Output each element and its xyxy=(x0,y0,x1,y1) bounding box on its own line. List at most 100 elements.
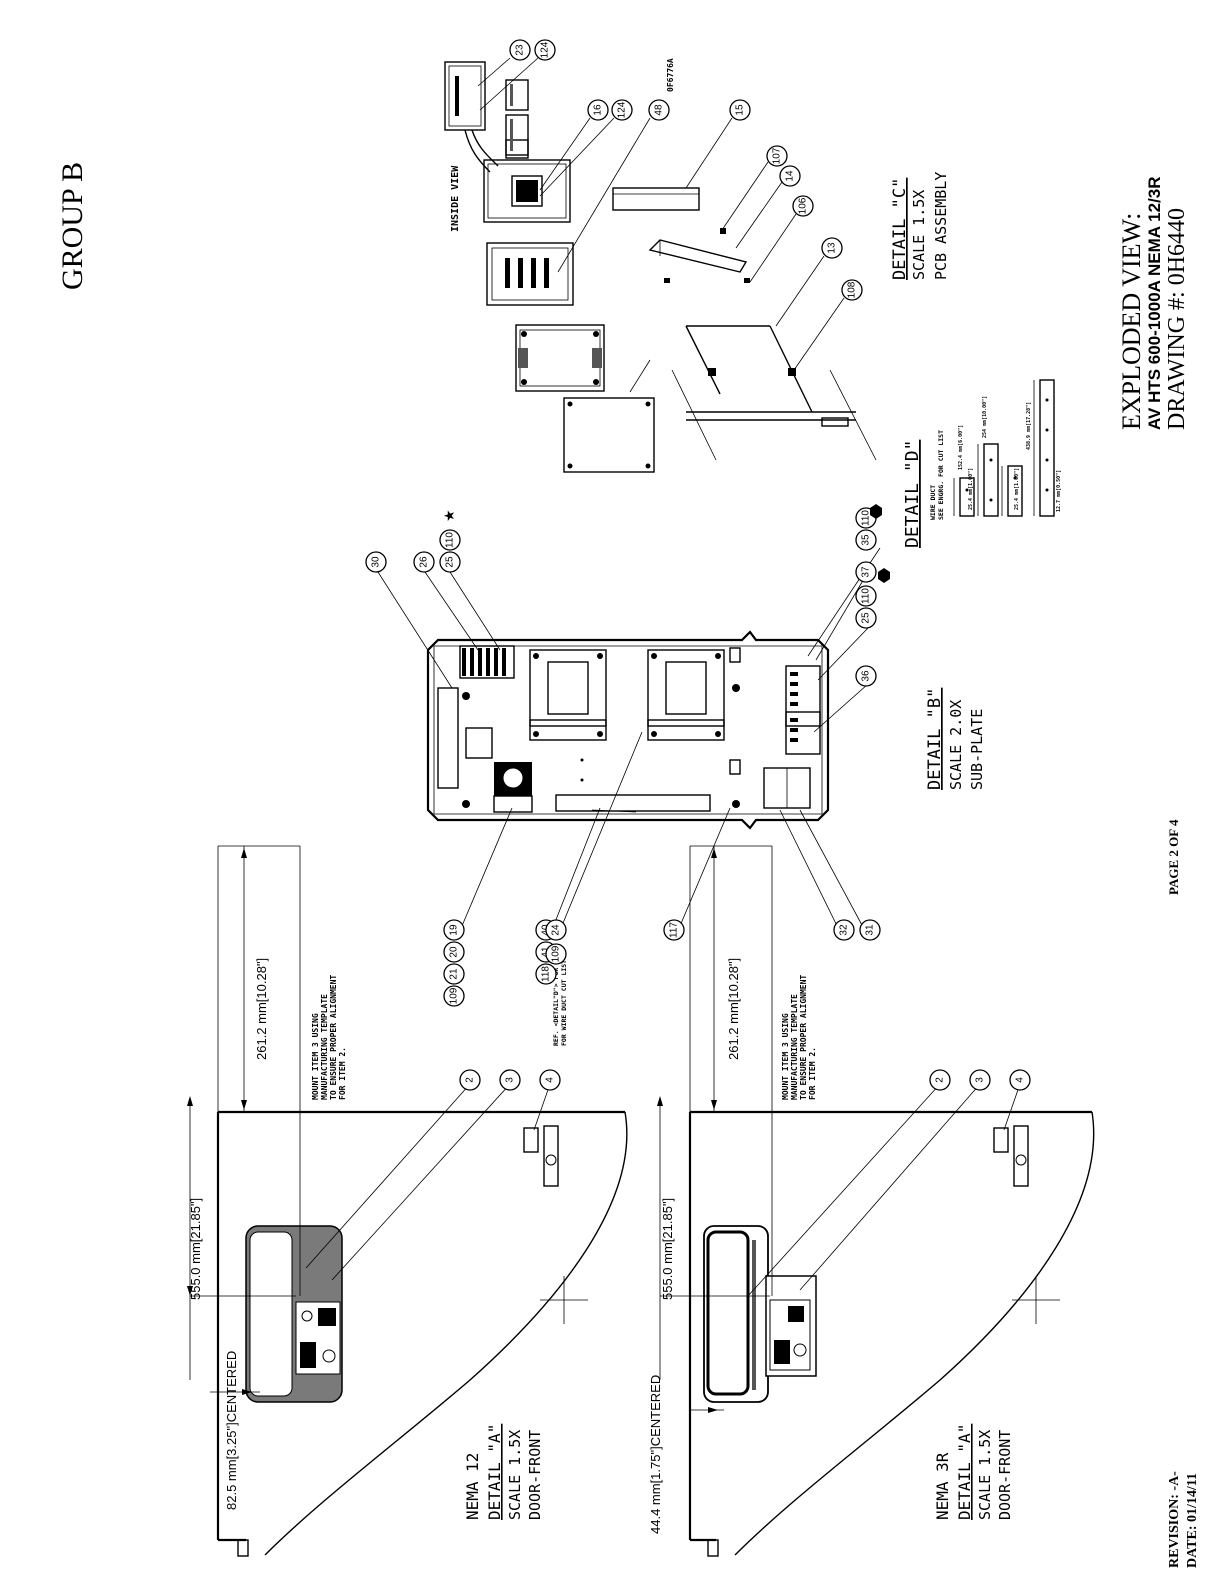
detail-c-pcb-assembly: DETAIL "C" SCALE 1.5X PCB ASSEMBLY INSID… xyxy=(444,58,950,473)
detail-b-view: SUB-PLATE xyxy=(968,709,986,790)
balloon-2: 2 xyxy=(459,1069,481,1091)
svg-text:109: 109 xyxy=(551,945,562,962)
duct-dim-5: 438.9 mm[17.28"] xyxy=(1026,402,1032,450)
svg-text:35: 35 xyxy=(861,534,872,546)
balloon-21: 21 xyxy=(443,963,465,985)
svg-text:109: 109 xyxy=(449,987,460,1004)
svg-text:26: 26 xyxy=(419,556,430,568)
duct-dim-1: 152.4 mm[6.00"] xyxy=(958,425,964,470)
balloon-110c: 110 xyxy=(855,585,877,607)
balloon-108: 108 xyxy=(841,279,863,301)
star-mark: ★ xyxy=(441,509,457,522)
svg-text:13: 13 xyxy=(827,242,838,254)
nema3r-note-2: MANUFACTURING TEMPLATE xyxy=(790,994,799,1100)
svg-text:36: 36 xyxy=(861,670,872,682)
svg-text:15: 15 xyxy=(735,104,746,116)
balloon-124: 124 xyxy=(534,39,556,61)
duct-dim-4: 25.4 mm[1.00"] xyxy=(1014,468,1020,510)
svg-text:32: 32 xyxy=(839,924,850,936)
svg-text:25: 25 xyxy=(445,556,456,568)
svg-text:110: 110 xyxy=(861,588,872,604)
ref-note-1: REF. <DETAIL"D"> FOR xyxy=(552,968,560,1046)
svg-text:14: 14 xyxy=(785,170,796,182)
svg-text:25: 25 xyxy=(861,612,872,624)
balloon-3b: 3 xyxy=(969,1069,991,1091)
detail-c-title: DETAIL "C" xyxy=(890,178,910,280)
svg-text:16: 16 xyxy=(593,104,604,116)
title-line-2: AV HTS 600-1000A NEMA 12/3R xyxy=(1145,176,1164,430)
nema12-dim-width: 555.0 mm[21.85"] xyxy=(188,1198,203,1300)
title-block: EXPLODED VIEW: AV HTS 600-1000A NEMA 12/… xyxy=(1117,176,1190,430)
svg-text:117: 117 xyxy=(669,922,680,938)
svg-text:19: 19 xyxy=(449,924,460,936)
svg-text:2: 2 xyxy=(465,1077,476,1083)
balloon-109: 109 xyxy=(443,985,465,1007)
group-label: GROUP B xyxy=(56,162,89,290)
nema12-view: DOOR-FRONT xyxy=(526,1430,544,1520)
nema3r-note-4: FOR ITEM 2. xyxy=(808,1047,817,1100)
page-label: PAGE 2 OF 4 xyxy=(1166,819,1181,895)
svg-text:37: 37 xyxy=(861,566,872,578)
duct-dim-3: 254 mm[10.00"] xyxy=(982,396,988,438)
svg-text:2: 2 xyxy=(935,1077,946,1083)
balloon-2b: 2 xyxy=(929,1069,951,1091)
detail-a-nema3r: NEMA 3R DETAIL "A" SCALE 1.5X DOOR-FRONT… xyxy=(648,845,1095,1557)
nema12-dim-height: 261.2 mm[10.28"] xyxy=(254,958,269,1060)
detail-b-title: DETAIL "B" xyxy=(925,688,945,790)
detail-c-scale: SCALE 1.5X xyxy=(910,190,928,280)
balloon-109b: 109 xyxy=(545,943,567,965)
svg-text:118: 118 xyxy=(541,966,552,982)
balloon-117: 117 xyxy=(663,919,685,941)
balloon-31: 31 xyxy=(859,919,881,941)
svg-text:24: 24 xyxy=(551,924,562,936)
detail-a-nema12: NEMA 12 DETAIL "A" SCALE 1.5X DOOR-FRONT… xyxy=(187,845,628,1557)
revision-label: REVISION: -A- xyxy=(1167,1471,1182,1568)
detail-d-wire-duct: DETAIL "D" WIRE DUCT SEE ENGRG. FOR CUT … xyxy=(902,379,1062,548)
balloon-118: 118 xyxy=(535,963,557,985)
duct-dim-6: 12.7 mm[0.50"] xyxy=(1056,470,1062,512)
balloon-23: 23 xyxy=(509,39,531,61)
balloon-4: 4 xyxy=(539,1069,561,1091)
detail-d-note-2: SEE ENGRG. FOR CUT LIST xyxy=(937,430,945,520)
detail-b-scale: SCALE 2.0X xyxy=(947,700,965,790)
svg-text:23: 23 xyxy=(515,44,526,56)
nema12-note-2: MANUFACTURING TEMPLATE xyxy=(320,994,329,1100)
balloon-48: 48 xyxy=(648,99,670,121)
balloon-124b: 124 xyxy=(611,99,633,121)
svg-text:107: 107 xyxy=(772,147,783,164)
nema3r-dim-height: 261.2 mm[10.28"] xyxy=(726,958,741,1060)
balloon-106: 106 xyxy=(792,195,814,217)
balloon-24: 24 xyxy=(545,919,567,941)
svg-text:31: 31 xyxy=(865,924,876,936)
detail-b-sub-plate: DETAIL "B" SCALE 2.0X SUB-PLATE xyxy=(377,547,986,1046)
balloon-16: 16 xyxy=(587,99,609,121)
nema3r-note-1: MOUNT ITEM 3 USING xyxy=(781,1013,790,1100)
nema12-note-3: TO ENSURE PROPER ALIGNMENT xyxy=(329,975,338,1100)
duct-dim-2: 25.4 mm[1.00"] xyxy=(968,468,974,510)
balloon-110: 110 xyxy=(439,529,461,551)
nema3r-enclosure: NEMA 3R xyxy=(933,1452,952,1520)
balloon-25: 25 xyxy=(439,551,461,573)
balloon-26: 26 xyxy=(413,551,435,573)
ref-note-2: FOR WIRE DUCT CUT LIST xyxy=(560,960,568,1046)
inside-view-label: INSIDE VIEW xyxy=(450,165,461,232)
balloon-19: 19 xyxy=(443,919,465,941)
nema3r-view: DOOR-FRONT xyxy=(996,1430,1014,1520)
title-line-1: EXPLODED VIEW: xyxy=(1117,213,1146,430)
svg-text:106: 106 xyxy=(798,197,809,214)
balloon-13: 13 xyxy=(821,237,843,259)
svg-text:108: 108 xyxy=(847,281,858,298)
nema12-note-4: FOR ITEM 2. xyxy=(338,1047,347,1100)
svg-text:124: 124 xyxy=(617,101,628,118)
balloon-20: 20 xyxy=(443,941,465,963)
title-line-3: DRAWING #: 0H6440 xyxy=(1164,208,1190,430)
nema3r-dim-width: 555.0 mm[21.85"] xyxy=(660,1198,675,1300)
svg-text:48: 48 xyxy=(654,104,665,116)
part-ref-label: 0F6776A xyxy=(666,58,675,92)
detail-d-note-1: WIRE DUCT xyxy=(929,485,937,520)
balloon-15: 15 xyxy=(729,99,751,121)
balloon-4b: 4 xyxy=(1009,1069,1031,1091)
balloon-36: 36 xyxy=(855,665,877,687)
date-label: DATE: 01/14/11 xyxy=(1185,1473,1200,1568)
svg-text:30: 30 xyxy=(371,556,382,568)
